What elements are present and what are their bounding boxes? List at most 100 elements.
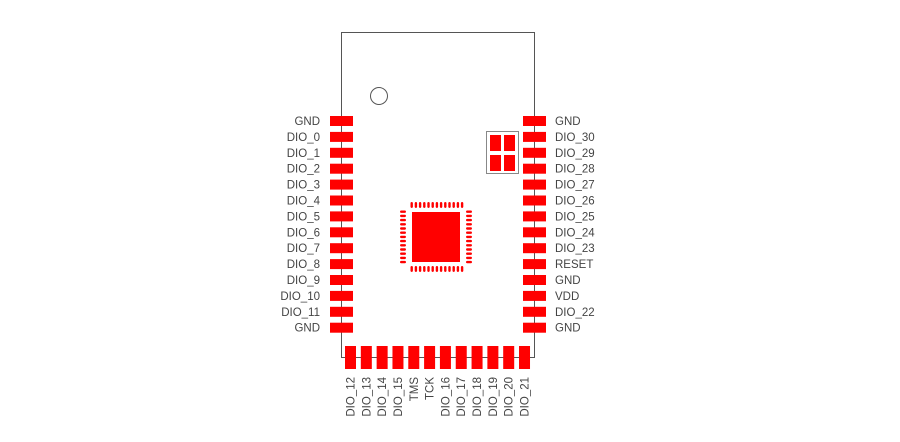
left-pad-4 [330, 179, 353, 190]
chip-right-lead [466, 256, 472, 260]
chip-top-lead [439, 202, 443, 208]
right-pad-1 [523, 131, 546, 142]
right-pin-label: DIO_26 [555, 196, 595, 208]
chip-left-lead [400, 218, 406, 222]
pin1-marker-circle [370, 87, 388, 105]
chip-right-lead [466, 210, 472, 213]
right-pad-6 [523, 211, 546, 222]
bottom-pad-8 [471, 346, 483, 369]
right-pad-13 [523, 322, 546, 333]
chip-top-lead [410, 202, 413, 208]
right-pin-label: DIO_27 [555, 180, 595, 192]
chip-left-lead [400, 239, 406, 243]
chip-top-lead [435, 202, 439, 208]
left-pin-label: DIO_10 [280, 291, 320, 303]
right-pin-label: VDD [555, 291, 579, 303]
right-pad-8 [523, 243, 546, 254]
right-pad-4 [523, 179, 546, 190]
bottom-pin-label: DIO_19 [488, 377, 500, 417]
left-pad-9 [330, 259, 353, 270]
left-pin-label: DIO_3 [287, 180, 320, 192]
bottom-pad-2 [376, 346, 388, 369]
chip-right-lead [466, 248, 472, 251]
chip-bottom-lead [444, 266, 447, 272]
bottom-pin-label: DIO_12 [346, 377, 358, 417]
chip-left-lead [400, 244, 406, 247]
left-pin-label: DIO_2 [287, 164, 320, 176]
bottom-pad-9 [487, 346, 499, 369]
chip-bottom-lead [460, 266, 464, 272]
chip-left-lead [400, 210, 406, 213]
right-pad-2 [523, 147, 546, 158]
chip-bottom-lead [448, 266, 451, 272]
chip-bottom-lead [439, 266, 443, 272]
chip-bottom-lead [456, 266, 460, 272]
chip-bottom-lead [431, 266, 434, 272]
right-pin-label: DIO_25 [555, 211, 595, 223]
left-pin-label: DIO_7 [287, 243, 320, 255]
chip-top-lead [431, 202, 434, 208]
bottom-pin-label: DIO_17 [456, 377, 468, 417]
left-pin-label: DIO_9 [287, 275, 320, 287]
bottom-pin-label: DIO_20 [504, 377, 516, 417]
right-pin-label: DIO_30 [555, 132, 595, 144]
bottom-pad-10 [503, 346, 515, 369]
right-pad-12 [523, 306, 546, 317]
right-pin-labels: GND DIO_30DIO_29DIO_28DIO_27DIO_26DIO_25D… [555, 116, 595, 335]
module-outline [341, 32, 535, 358]
crystal-component [486, 131, 519, 174]
left-pad-2 [330, 147, 353, 158]
bottom-pin-label: TMS [409, 377, 421, 402]
chip-bottom-lead [452, 266, 455, 272]
right-pad-5 [523, 195, 546, 206]
chip-bottom-lead [414, 266, 418, 272]
chip-left-lead [400, 252, 406, 255]
bottom-pin-pads [345, 346, 531, 369]
bottom-pad-3 [392, 346, 404, 369]
chip-left-lead [400, 227, 406, 230]
left-pad-6 [330, 211, 353, 222]
right-pin-label: GND [555, 275, 581, 287]
chip-left-lead [400, 256, 406, 260]
right-pin-label: RESET [555, 259, 593, 271]
left-pad-10 [330, 275, 353, 285]
right-pad-11 [523, 290, 546, 301]
right-pin-label: DIO_22 [555, 307, 595, 319]
left-pin-label: DIO_11 [281, 307, 320, 319]
chip-right-lead [466, 235, 472, 239]
chip-right-lead [466, 218, 472, 222]
right-pin-label: DIO_24 [555, 227, 595, 239]
right-pin-label: GND [555, 323, 581, 335]
qfn-chip [400, 202, 472, 272]
chip-top-lead [452, 202, 455, 208]
chip-bottom-lead [410, 266, 413, 272]
bottom-pad-5 [424, 346, 436, 369]
chip-bottom-lead [435, 266, 439, 272]
bottom-pad-0 [345, 346, 356, 369]
right-pin-label: DIO_28 [555, 164, 595, 176]
bottom-pin-label: TCK [425, 377, 437, 400]
left-pad-13 [330, 322, 353, 333]
chip-left-lead [400, 260, 406, 264]
chip-right-lead [466, 231, 472, 234]
bottom-pin-label: DIO_13 [361, 377, 373, 417]
left-pin-label: DIO_1 [287, 148, 320, 160]
bottom-pad-7 [455, 346, 467, 369]
left-pin-label: DIO_6 [287, 227, 320, 239]
chip-top-lead [427, 202, 430, 208]
bottom-pin-label: DIO_21 [520, 377, 532, 417]
chip-left-lead [400, 223, 406, 226]
chip-right-lead [466, 214, 472, 218]
chip-right-lead [466, 260, 472, 264]
right-pin-label: DIO_29 [555, 148, 595, 160]
chip-bottom-lead [427, 266, 430, 272]
bottom-pad-1 [360, 346, 372, 369]
bottom-pin-label: DIO_14 [377, 376, 389, 416]
chip-right-lead [466, 252, 472, 255]
chip-top-lead [456, 202, 460, 208]
chip-top-lead [444, 202, 447, 208]
left-pad-8 [330, 243, 353, 254]
left-pin-label: DIO_4 [287, 196, 321, 208]
